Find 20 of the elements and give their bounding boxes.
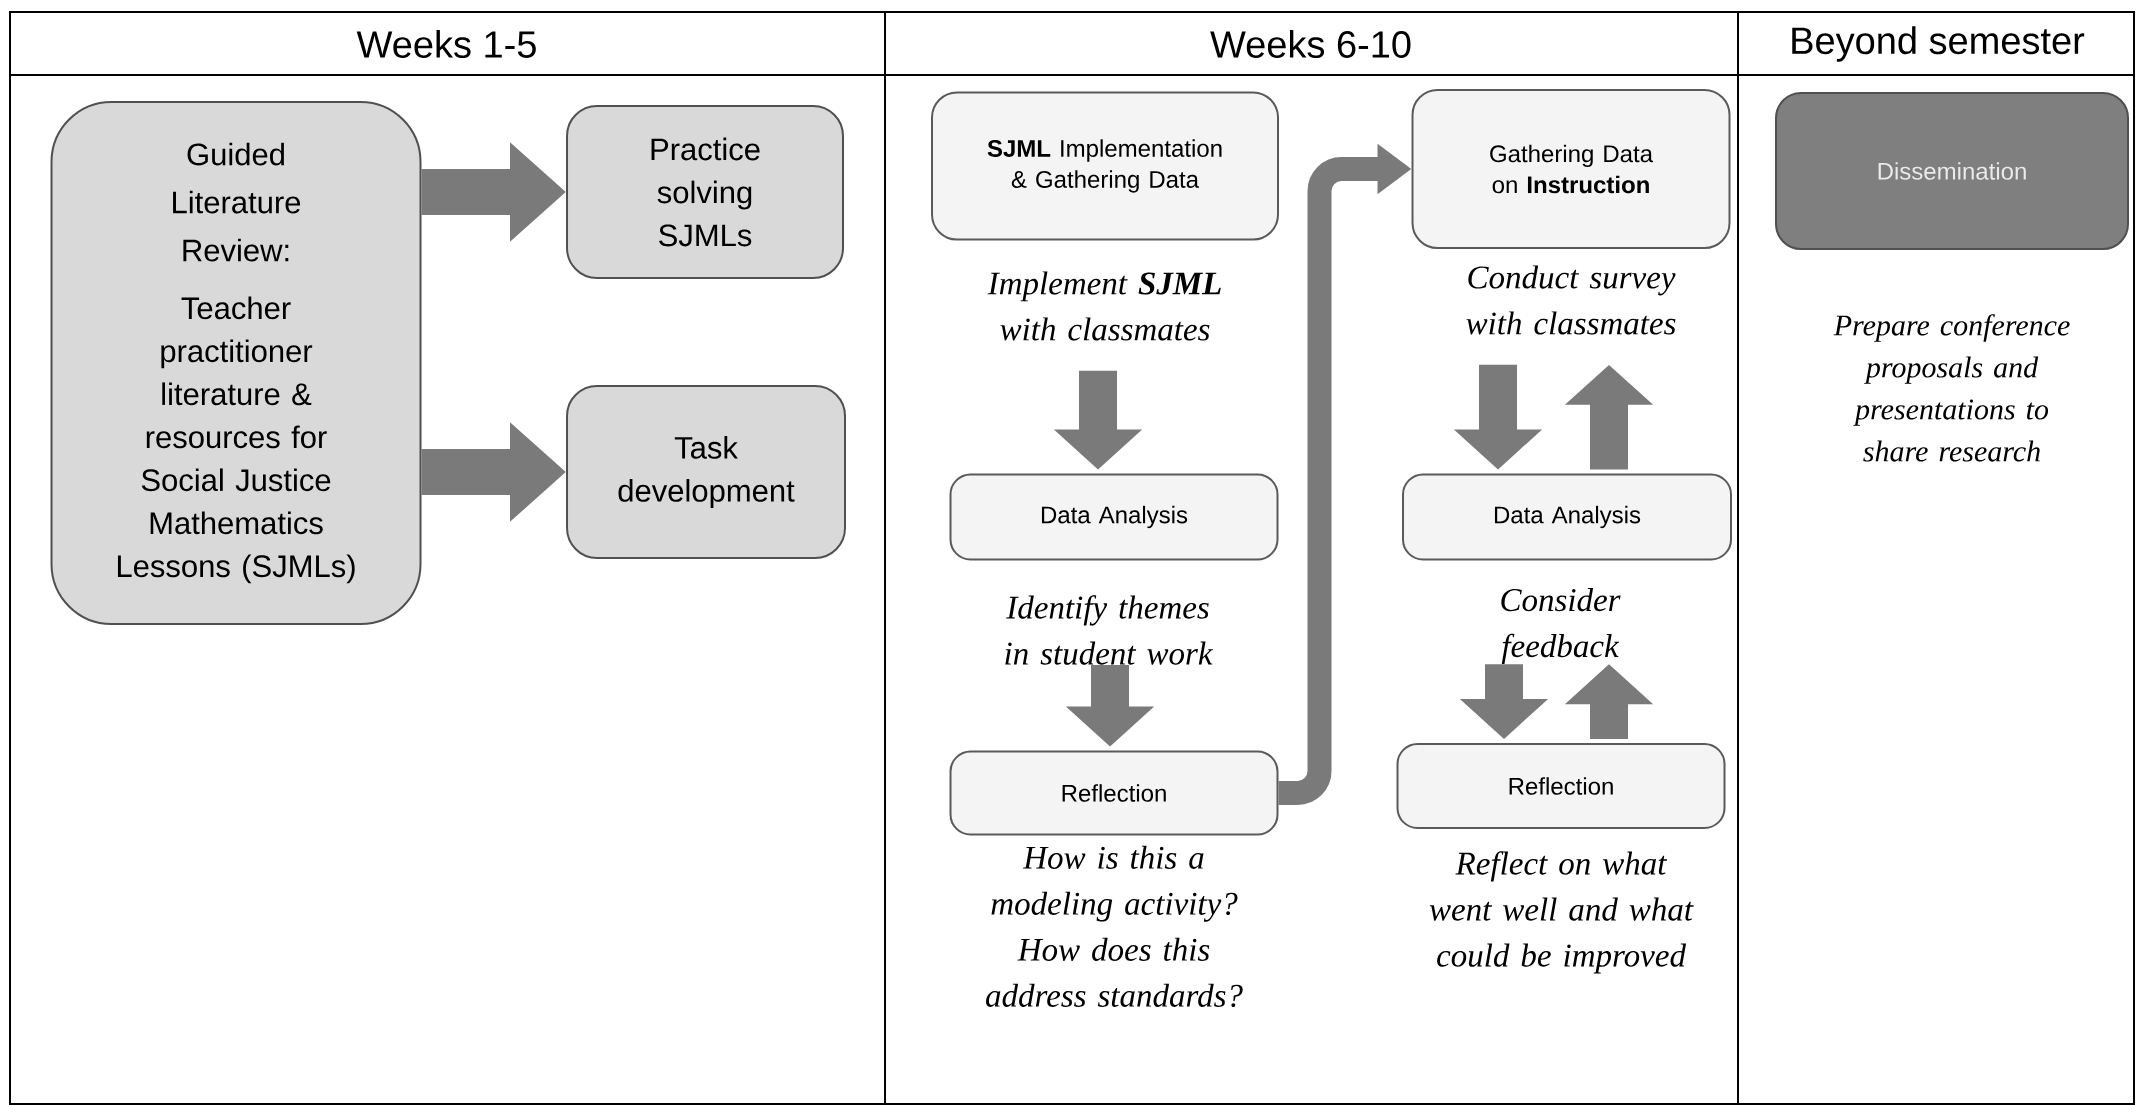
caption-text: Conduct survey with classmates [1466, 265, 1676, 335]
process-box: Data Analysis [949, 473, 1279, 561]
process-box: SJML Implementation & Gathering Data [931, 91, 1279, 241]
process-box: Reflection [949, 750, 1279, 836]
caption-text: Identify themes in student work [1005, 595, 1213, 665]
rounded-box: Dissemination [1775, 92, 2129, 250]
rounded-box: Guided Literature Review: Teacher practitioner literature & resources for Social Justice Mathematics Lessons (SJMLs) [50, 101, 422, 625]
process-box: Gathering Data on Instruction [1411, 89, 1731, 249]
process-box: Data Analysis [1402, 473, 1732, 561]
caption-text: Prepare conference proposals and presentations to share research [1833, 314, 2070, 462]
caption-text: Reflect on what went well and what could be improved [1429, 851, 1694, 974]
caption-text: How is this a modeling activity? How does this address standards? [986, 845, 1243, 1008]
rounded-box: Task development [566, 385, 846, 559]
process-box: Reflection [1396, 743, 1726, 829]
column-header: Beyond semester [1792, 26, 2085, 62]
caption-text: Implement SJML with classmates [987, 271, 1221, 341]
column-header: Weeks 6-10 [1210, 30, 1411, 58]
rounded-box: Practice solving SJMLs [566, 105, 844, 279]
caption-text: Consider feedback [1501, 588, 1621, 664]
column-header: Weeks 1-5 [356, 30, 536, 58]
